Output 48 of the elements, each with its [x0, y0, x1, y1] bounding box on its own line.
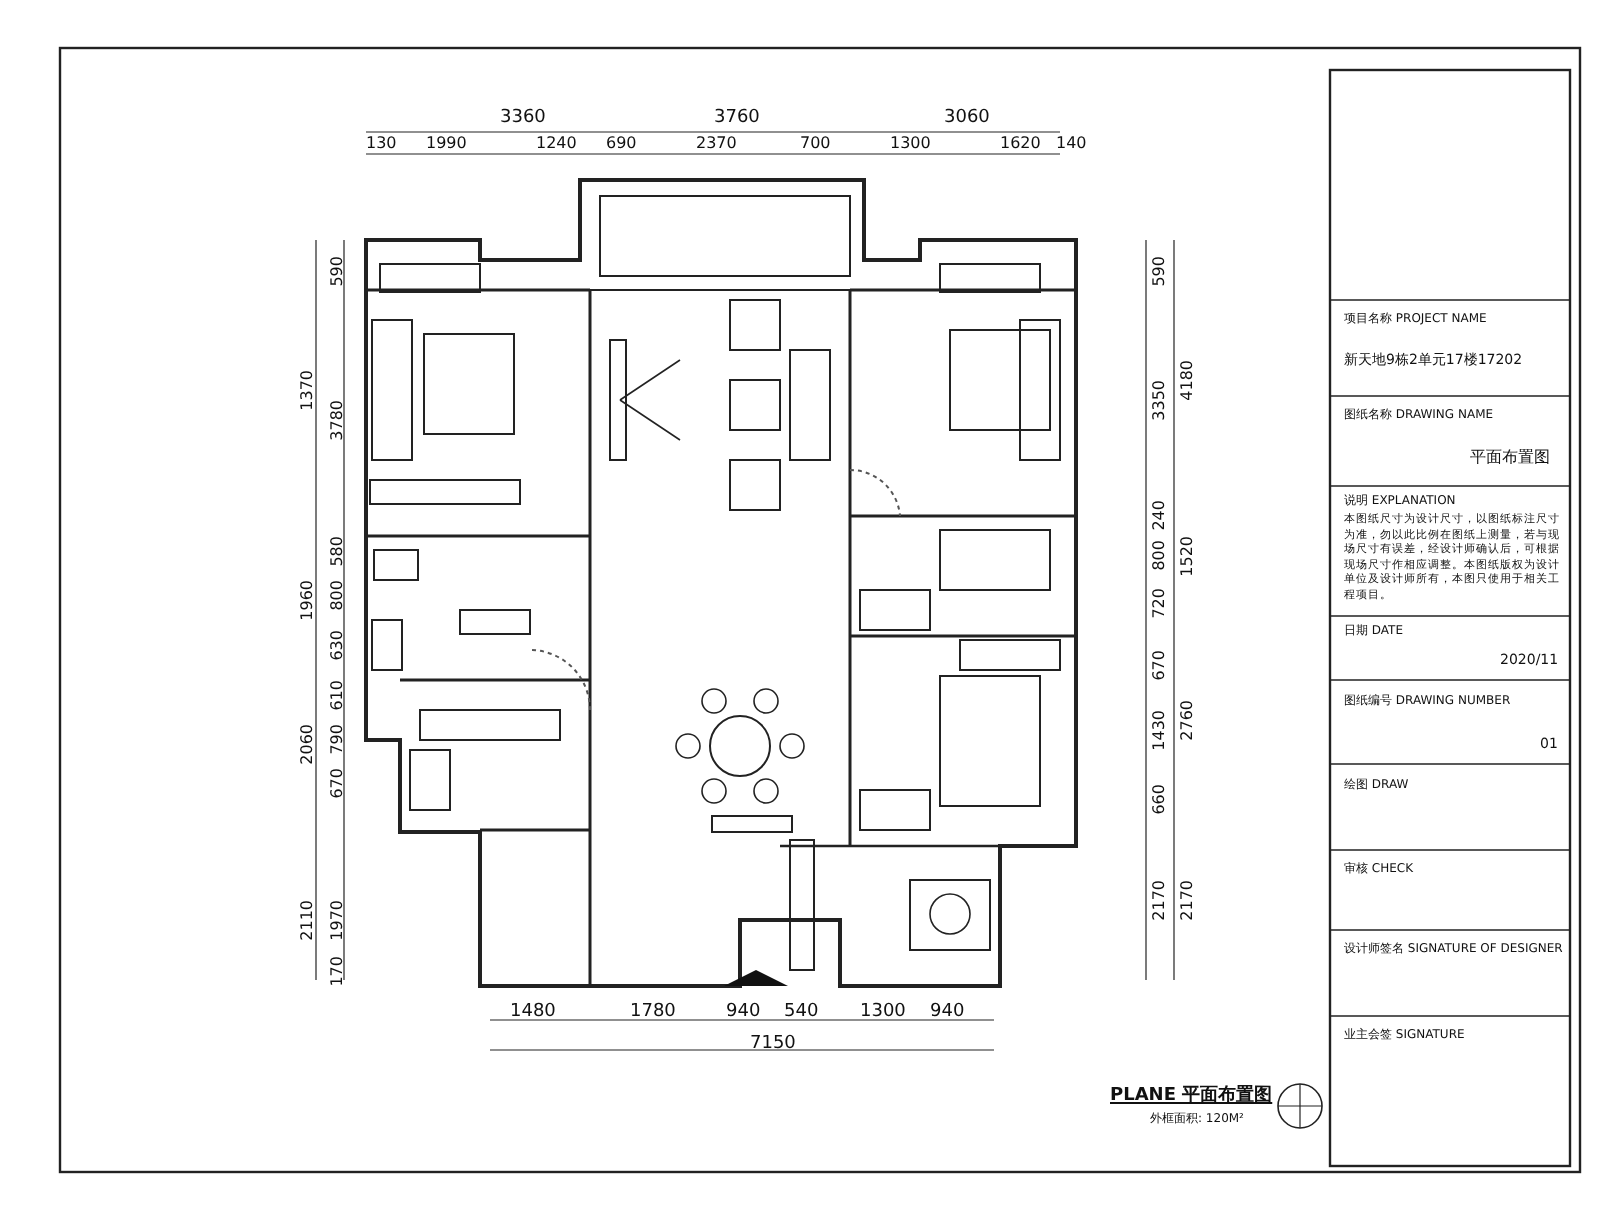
- dimension-text: 1620: [1000, 136, 1041, 152]
- dimension-text: 940: [930, 1004, 965, 1022]
- dimension-text: 1970: [330, 900, 346, 941]
- dimension-text: 790: [330, 724, 346, 755]
- dimension-text: 140: [1056, 136, 1087, 152]
- dimension-text: 660: [1152, 784, 1168, 815]
- dimension-text: 940: [726, 1004, 761, 1022]
- dimension-text: 240: [1152, 500, 1168, 531]
- dimension-text: 610: [330, 680, 346, 711]
- dimension-text: 1480: [510, 1004, 556, 1022]
- dimension-text: 690: [606, 136, 637, 152]
- dimension-text: 540: [784, 1004, 819, 1022]
- dimension-text: 590: [330, 256, 346, 287]
- dimension-text: 2370: [696, 136, 737, 152]
- dimension-text: 590: [1152, 256, 1168, 287]
- dimension-text: 670: [1152, 650, 1168, 681]
- dimension-text: 1240: [536, 136, 577, 152]
- dimension-text: 720: [1152, 588, 1168, 619]
- dimension-text: 1990: [426, 136, 467, 152]
- dimension-text: 2110: [300, 900, 316, 941]
- dimension-text: 3760: [714, 110, 760, 128]
- dimension-text: 1300: [890, 136, 931, 152]
- dimension-text: 2060: [300, 724, 316, 765]
- dimension-text: 580: [330, 536, 346, 567]
- dimension-text: 3060: [944, 110, 990, 128]
- dimension-text: 2170: [1180, 880, 1196, 921]
- dimension-text: 170: [330, 956, 346, 987]
- dimension-text: 800: [1152, 540, 1168, 571]
- dimension-text: 700: [800, 136, 831, 152]
- dimension-text: 1430: [1152, 710, 1168, 751]
- drawing-title: PLANE 平面布置图: [1110, 1088, 1273, 1106]
- dimension-text: 1370: [300, 370, 316, 411]
- dimension-text: 1520: [1180, 536, 1196, 577]
- dimension-text: 1780: [630, 1004, 676, 1022]
- dimension-text: 3360: [500, 110, 546, 128]
- dimension-text: 7150: [750, 1036, 796, 1054]
- drawing-name: 平面布置图: [1470, 450, 1550, 466]
- dimension-text: 3350: [1152, 380, 1168, 421]
- dimension-text: 3780: [330, 400, 346, 441]
- dimension-text: 630: [330, 630, 346, 661]
- dimension-text: 2170: [1152, 880, 1168, 921]
- dimension-text: 2760: [1180, 700, 1196, 741]
- dimension-text: 670: [330, 768, 346, 799]
- dimension-text: 1960: [300, 580, 316, 621]
- dimension-text: 130: [366, 136, 397, 152]
- dimension-text: 4180: [1180, 360, 1196, 401]
- dimension-text: 1300: [860, 1004, 906, 1022]
- dimension-text: 800: [330, 580, 346, 611]
